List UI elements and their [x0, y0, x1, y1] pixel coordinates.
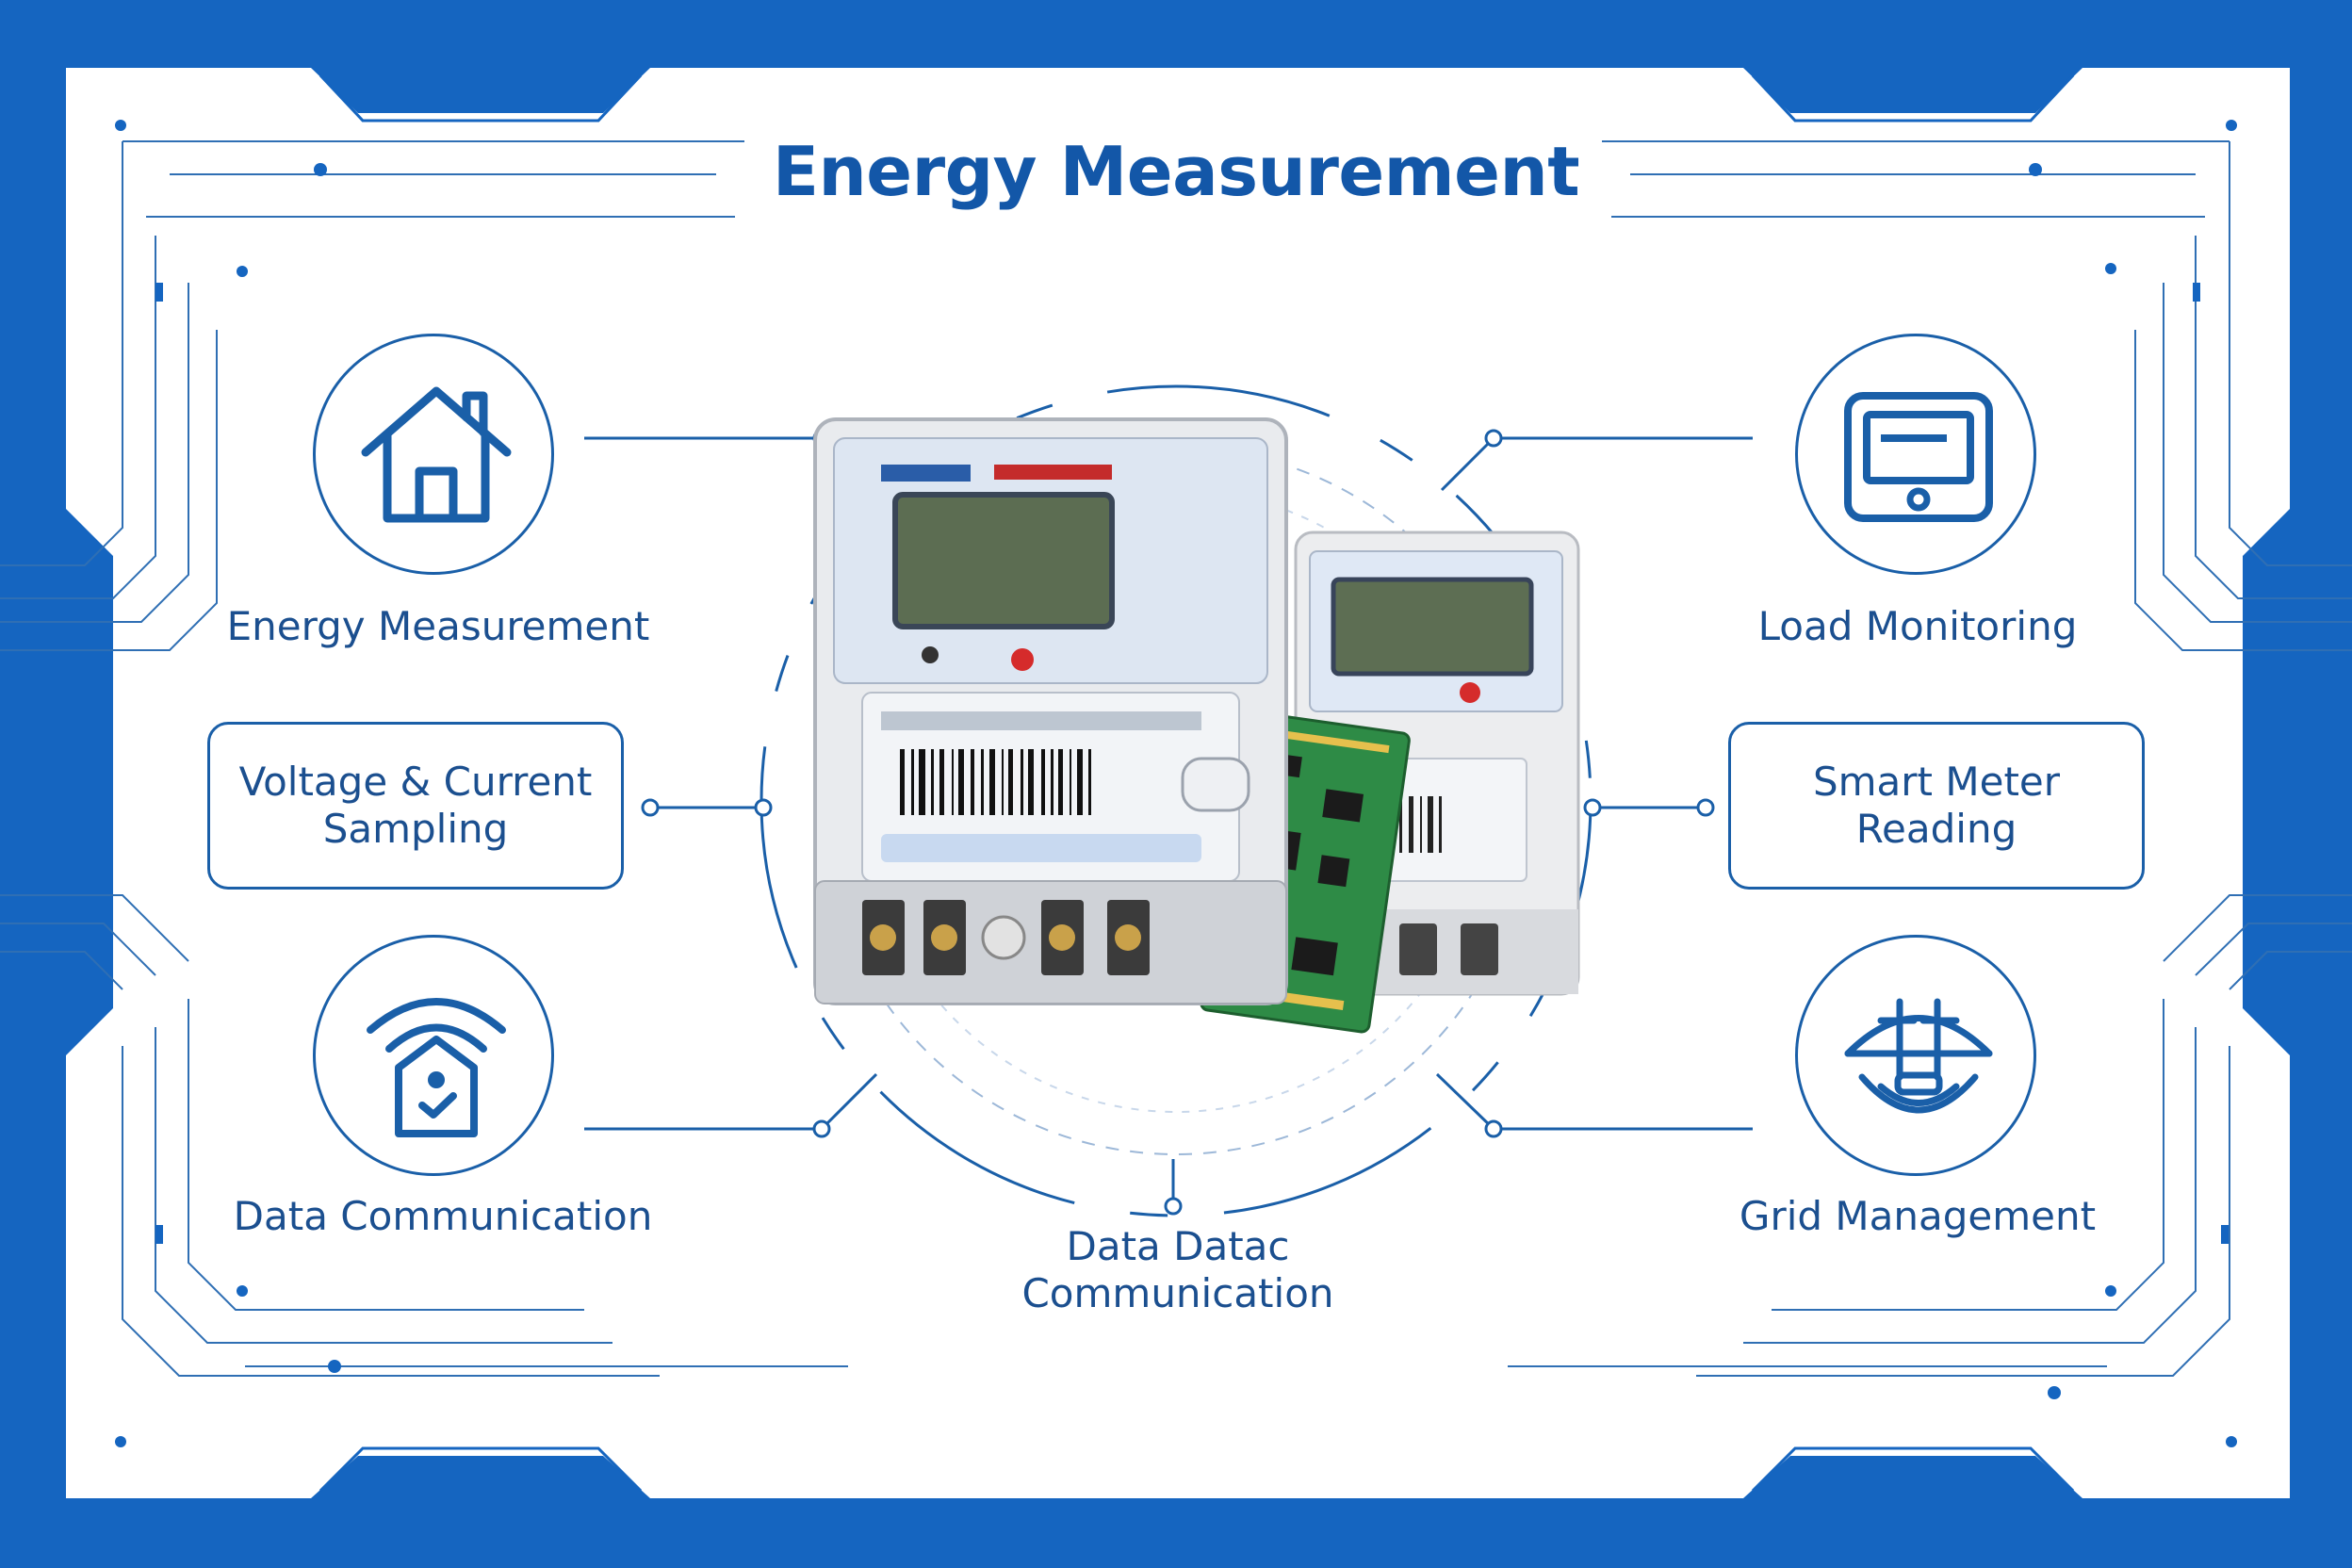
house-icon: [361, 386, 512, 523]
load-monitoring-label: Load Monitoring: [1757, 603, 2078, 649]
voltage-current-label: Voltage & Current Sampling: [238, 759, 593, 852]
grid-network-icon: [1844, 998, 1993, 1114]
page-title: Energy Measurement: [772, 132, 1580, 211]
load-monitoring-circle: [1795, 334, 2036, 575]
grid-management-circle: [1795, 935, 2036, 1176]
energy-measurement-label: Energy Measurement: [226, 603, 650, 649]
wifi-house-icon: [367, 998, 506, 1137]
data-communication-circle: [313, 935, 554, 1176]
voltage-current-box: Voltage & Current Sampling: [207, 722, 624, 890]
smart-meter-image: [813, 417, 1580, 1034]
smart-meter-reading-label: Smart Meter Reading: [1812, 759, 2061, 852]
primary-meter: [813, 417, 1288, 1005]
data-communication-label: Data Communication: [233, 1193, 653, 1239]
bottom-data-communication-label: Data Datac Communication: [1021, 1223, 1334, 1316]
grid-management-label: Grid Management: [1739, 1193, 2097, 1239]
energy-measurement-circle: [313, 334, 554, 575]
smart-meter-reading-box: Smart Meter Reading: [1728, 722, 2145, 890]
monitor-panel-icon: [1844, 392, 1993, 522]
